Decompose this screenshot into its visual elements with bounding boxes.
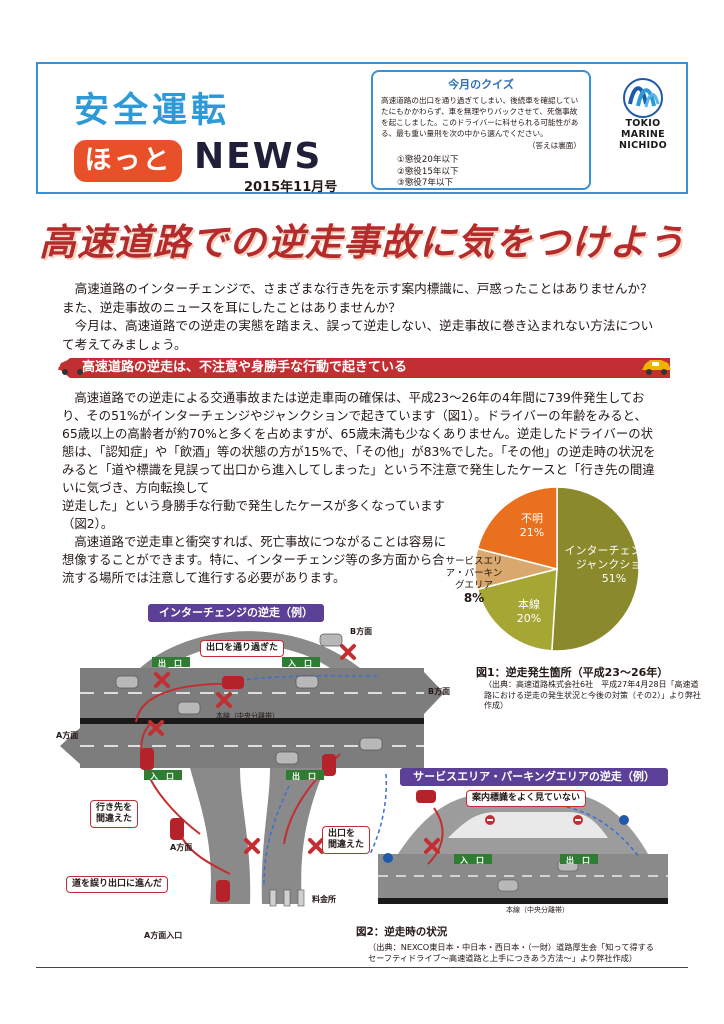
pie-slice-0 bbox=[551, 486, 640, 652]
callout-wrong-exit: 出口を 間違えた bbox=[322, 826, 371, 854]
quiz-option: ②懲役15年以下 bbox=[397, 166, 459, 177]
slice-name: 本線 bbox=[518, 598, 540, 611]
callout-entered-exit: 道を誤り出口に進んだ bbox=[66, 876, 169, 893]
interchange-diagram: インターチェンジの逆走（例） 出口を通り過ぎた 行き先を 間違えた 出口を 間違… bbox=[40, 604, 470, 944]
pie-chart: インターチェンジ・ジャンクション 51% 本線 20% サービスエリア・パーキン… bbox=[442, 474, 672, 664]
figure2-caption: 図2：逆走時の状況 bbox=[356, 926, 448, 938]
entrance-sign-label: 入 口 bbox=[150, 772, 174, 781]
slice-value: 21% bbox=[519, 526, 545, 539]
newsletter-title: 安全運転 bbox=[74, 91, 231, 131]
pie-label-interchange: インターチェンジ・ジャンクション 51% bbox=[564, 544, 664, 586]
direction-a-label: A方面 bbox=[56, 731, 79, 740]
quiz-options: ①懲役20年以下 ②懲役15年以下 ③懲役7年以下 bbox=[397, 155, 459, 190]
exit-sign-label: 出 口 bbox=[566, 856, 590, 865]
pie-slice-1 bbox=[476, 568, 558, 652]
main-line-label: 本線（中央分離帯） bbox=[216, 712, 279, 720]
service-area-diagram: サービスエリア・パーキングエリアの逆走（例） 案内標識をよく見ていない 入 口 … bbox=[378, 768, 668, 918]
quiz-option: ①懲役20年以下 bbox=[397, 155, 459, 165]
slice-value: 8% bbox=[463, 591, 485, 605]
direction-b-label: B方面 bbox=[350, 627, 373, 636]
section-bar bbox=[58, 358, 670, 378]
callout-passed-exit: 出口を通り過ぎた bbox=[200, 640, 285, 657]
exit-sign-label: 出 口 bbox=[292, 772, 316, 781]
quiz-title: 今月のクイズ bbox=[448, 78, 514, 91]
section-title: 高速道路の逆走は、不注意や身勝手な行動で起きている bbox=[82, 360, 408, 375]
figure1-source: （出典：高速道路株式会社6社 平成27年4月28日「高速道路における逆走の発生状… bbox=[484, 680, 701, 710]
footer-divider bbox=[36, 967, 688, 968]
quiz-option: ③懲役7年以下 bbox=[397, 178, 454, 188]
section-paragraph: 高速道路で逆走車と衝突すれば、死亡事故につながることは容易に想像することができま… bbox=[62, 534, 447, 585]
entrance-sign-label: 入 口 bbox=[288, 659, 312, 668]
slice-value: 20% bbox=[516, 612, 542, 625]
section-body-left: 逆走した」という身勝手な行動で発生したケースが多くなっています（図2）。 高速道… bbox=[62, 497, 450, 587]
pie-chart-svg bbox=[474, 486, 640, 652]
section-paragraph: 高速道路での逆走による交通事故または逆走車両の確保は、平成23～26年の4年間に… bbox=[62, 390, 656, 495]
logo-line1: TOKIO MARINE bbox=[621, 118, 665, 140]
main-headline: 高速道路での逆走事故に気をつけよう bbox=[39, 221, 685, 264]
tokio-marine-emblem-icon bbox=[623, 78, 663, 118]
section-paragraph: 逆走した」という身勝手な行動で発生したケースが多くなっています（図2）。 bbox=[62, 498, 445, 531]
logo-line2: NICHIDO bbox=[618, 140, 667, 151]
service-area-illustration bbox=[378, 790, 668, 904]
quiz-question: 高速道路の出口を通り過ぎてしまい、後続車を確認していたにもかかわらず、車を無理や… bbox=[381, 96, 579, 138]
exit-sign-label: 出 口 bbox=[158, 659, 182, 668]
service-area-ribbon: サービスエリア・パーキングエリアの逆走（例） bbox=[400, 768, 668, 786]
slice-name: 不明 bbox=[521, 512, 543, 525]
news-wordmark: NEWS bbox=[194, 136, 323, 177]
quiz-answer-note: （答えは裏面） bbox=[527, 141, 581, 150]
interchange-ribbon: インターチェンジの逆走（例） bbox=[148, 604, 324, 622]
slice-name: インターチェンジ・ジャンクション bbox=[564, 544, 664, 571]
pie-slice-3 bbox=[476, 486, 558, 570]
company-logo: TOKIO MARINE NICHIDO bbox=[606, 74, 680, 151]
direction-b-label: B方面 bbox=[428, 687, 451, 696]
intro-paragraph: 高速道路のインターチェンジで、さまざまな行き先を示す案内標識に、戸惑ったことはあ… bbox=[62, 281, 653, 315]
pie-label-mainline: 本線 20% bbox=[504, 598, 554, 626]
section-body: 高速道路での逆走による交通事故または逆走車両の確保は、平成23～26年の4年間に… bbox=[62, 389, 662, 497]
entrance-sign-label: 入 口 bbox=[460, 856, 484, 865]
a-entrance-label: A方面入口 bbox=[144, 931, 183, 940]
pie-label-unknown: 不明 21% bbox=[512, 512, 552, 540]
slice-name: サービスエリア・パーキングエリア bbox=[445, 556, 503, 591]
red-car-icon bbox=[58, 360, 87, 375]
figure1-caption: 図1：逆走発生箇所（平成23～26年） bbox=[476, 666, 669, 679]
slice-value: 51% bbox=[601, 572, 627, 585]
main-line-label: 本線（中央分離帯） bbox=[506, 906, 569, 914]
hot-badge: ほっと bbox=[74, 140, 182, 182]
pie-label-service-area: サービスエリア・パーキングエリア 8% bbox=[442, 556, 506, 604]
intro-paragraph: 今月は、高速道路での逆走の実態を踏まえ、誤って逆走しない、逆走事故に巻き込まれな… bbox=[62, 318, 654, 352]
issue-date: 2015年11月号 bbox=[244, 180, 338, 195]
quiz-box: 今月のクイズ 高速道路の出口を通り過ぎてしまい、後続車を確認していたにもかかわら… bbox=[371, 70, 591, 190]
callout-ignored-sign: 案内標識をよく見ていない bbox=[466, 790, 587, 807]
callout-wrong-destination: 行き先を 間違えた bbox=[90, 800, 139, 828]
direction-a-label: A方面 bbox=[170, 843, 193, 852]
figure2-source: （出典：NEXCO東日本・中日本・西日本・（一財）道路厚生会「知って得する セー… bbox=[368, 942, 654, 963]
yellow-car-icon bbox=[642, 360, 671, 375]
interchange-illustration bbox=[60, 631, 444, 907]
intro-text: 高速道路のインターチェンジで、さまざまな行き先を示す案内標識に、戸惑ったことはあ… bbox=[62, 280, 662, 354]
toll-label: 料金所 bbox=[312, 895, 336, 904]
